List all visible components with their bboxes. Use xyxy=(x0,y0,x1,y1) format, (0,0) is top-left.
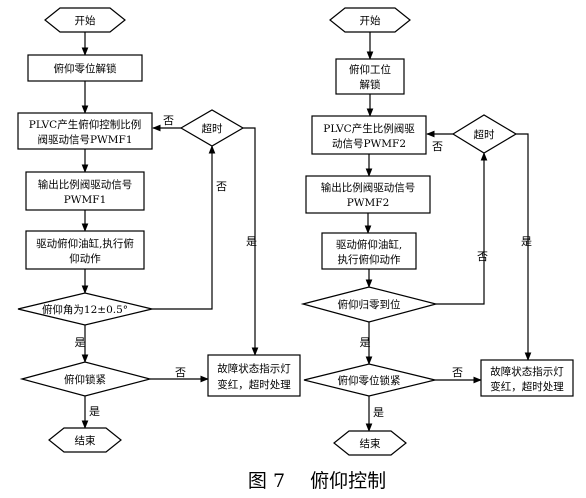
left-drive-box xyxy=(25,230,145,270)
left-plc-line1: PLVC产生俯仰控制比例 xyxy=(29,118,141,131)
left-fault-line1: 故障状态指示灯 xyxy=(217,362,291,375)
left-angle-label: 俯仰角为12±0.5° xyxy=(42,303,128,316)
right-output-box xyxy=(305,175,431,214)
right-drive-line1: 驱动俯仰油缸, xyxy=(336,238,402,251)
left-fault-box xyxy=(207,354,301,397)
left-output-line2: PWMF1 xyxy=(64,194,107,206)
right-flow: 开始 俯仰工位 解锁 PLVC产生比例阀驱 动信号PWMF2 输出比例阀驱动信号… xyxy=(300,7,574,456)
left-plc-line2: 阀驱动信号PWMF1 xyxy=(37,133,132,146)
right-lock-no-label: 否 xyxy=(452,366,463,379)
right-unlock-box xyxy=(335,58,405,95)
right-zero-label: 俯仰归零到位 xyxy=(338,298,401,311)
right-end-label: 结束 xyxy=(360,437,381,450)
right-end-node xyxy=(333,430,407,456)
right-drive-line2: 执行俯仰动作 xyxy=(338,253,401,266)
right-plc-line1: PLVC产生比例阀驱 xyxy=(323,122,415,135)
right-lock-yes-label: 是 xyxy=(373,406,384,419)
left-timeout-no-label: 否 xyxy=(163,114,174,127)
right-fault-line2: 变红，超时处理 xyxy=(490,380,564,393)
right-drive-box xyxy=(321,232,417,270)
left-unlock-box xyxy=(27,54,143,82)
right-zero-yes-label: 是 xyxy=(360,336,371,349)
left-end-label: 结束 xyxy=(75,434,96,447)
right-fault-line1: 故障状态指示灯 xyxy=(490,365,564,378)
right-output-line2: PWMF2 xyxy=(347,197,390,209)
right-plc-line2: 动信号PWMF2 xyxy=(332,138,406,150)
left-lock-yes-label: 是 xyxy=(89,405,100,418)
left-end-node xyxy=(48,427,122,453)
figure-caption: 图 7 俯仰控制 xyxy=(248,470,386,492)
left-angle-yes-label: 是 xyxy=(75,336,86,349)
right-zero-no-label: 否 xyxy=(477,250,488,263)
right-start-label: 开始 xyxy=(360,14,381,27)
left-drive-line2: 仰动作 xyxy=(69,252,101,265)
left-start-label: 开始 xyxy=(75,14,96,27)
right-start-node xyxy=(329,7,411,33)
right-timeout-no-label: 否 xyxy=(432,140,443,153)
right-timeout-label: 超时 xyxy=(474,128,495,141)
left-unlock-label: 俯仰零位解锁 xyxy=(54,62,117,75)
right-fault-box xyxy=(480,359,574,397)
left-fault-line2: 变红，超时处理 xyxy=(217,378,291,391)
left-start-node xyxy=(44,7,126,33)
right-timeout-yes-label: 是 xyxy=(521,235,532,248)
left-output-line1: 输出比例阀驱动信号 xyxy=(38,178,133,191)
right-lock-label: 俯仰零位锁紧 xyxy=(338,374,401,387)
left-flow: 开始 俯仰零位解锁 PLVC产生俯仰控制比例 阀驱动信号PWMF1 输出比例阀驱… xyxy=(17,7,301,453)
left-lock-no-label: 否 xyxy=(175,366,186,379)
left-timeout-yes-label: 是 xyxy=(246,235,257,248)
right-output-line1: 输出比例阀驱动信号 xyxy=(321,181,416,194)
right-unlock-line1: 俯仰工位 xyxy=(349,63,391,76)
left-angle-no-label: 否 xyxy=(216,180,227,193)
left-timeout-label: 超时 xyxy=(202,122,223,135)
left-drive-line1: 驱动俯仰油缸,执行俯 xyxy=(36,237,134,250)
right-unlock-line2: 解锁 xyxy=(360,78,381,91)
left-plc-box xyxy=(17,112,153,150)
left-lock-label: 俯仰锁紧 xyxy=(64,373,106,386)
right-plc-box xyxy=(311,115,427,155)
left-output-box xyxy=(25,171,145,211)
